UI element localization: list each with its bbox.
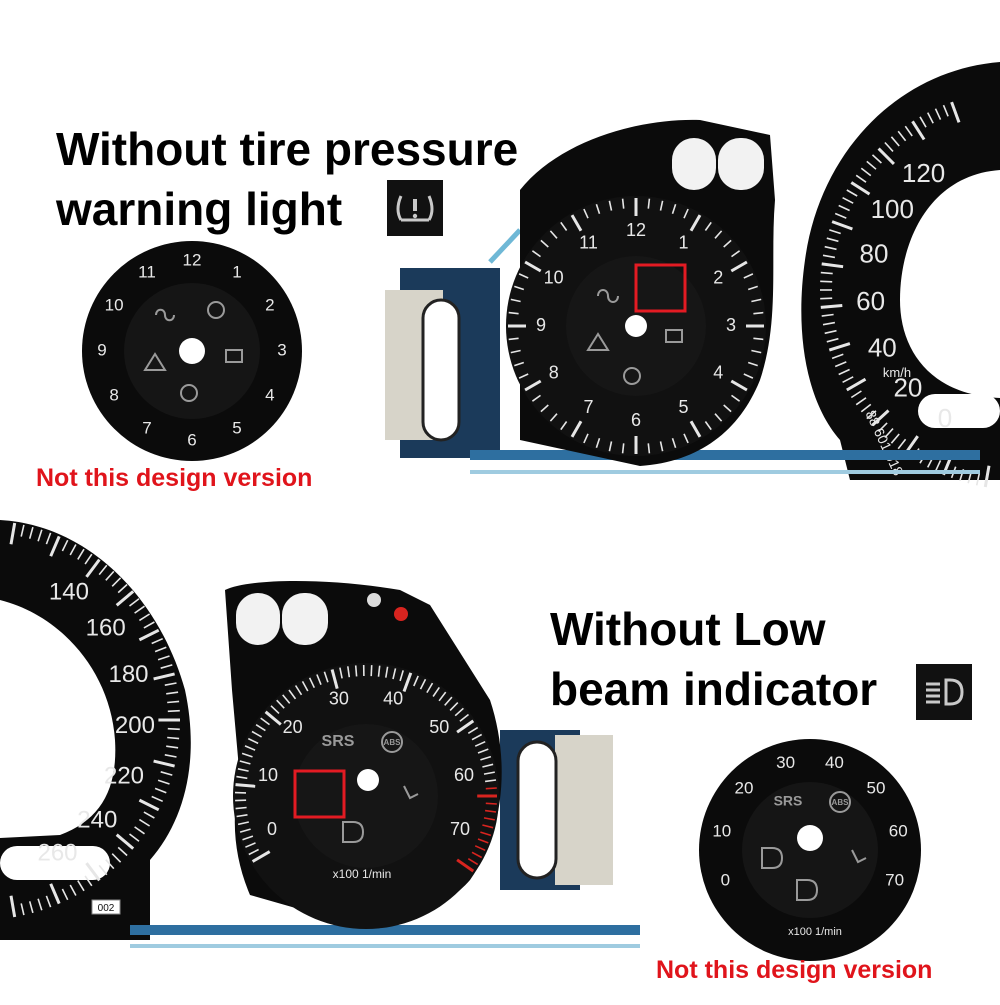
ref-rpm-number: 30 <box>776 753 795 772</box>
ref-clock-number: 7 <box>142 418 151 437</box>
ref-rpm-number: 20 <box>735 778 754 797</box>
dial-tick <box>167 701 179 702</box>
speed-number: 120 <box>902 158 945 188</box>
dial-tick <box>753 338 763 339</box>
rpm-number: 50 <box>429 717 449 737</box>
low-beam-indicator-icon <box>916 664 972 720</box>
speed-number: 240 <box>77 807 117 834</box>
top-note: Not this design version <box>36 464 312 493</box>
srs-label: SRS <box>322 733 355 750</box>
clock-number: 5 <box>678 397 688 417</box>
ref-rpm-number: 50 <box>867 778 886 797</box>
dial-tick <box>509 313 519 314</box>
abs-label: ABS <box>384 738 402 747</box>
rpm-unit-label: x100 1/min <box>333 867 392 881</box>
dial-tick <box>623 443 624 453</box>
clock-number: 3 <box>726 315 736 335</box>
dial-tick <box>623 199 624 209</box>
dial-tick <box>167 738 179 739</box>
reference-dial-rpm: 0 10 20 30 40 50 60 70 SRS ABS x100 1/min <box>699 739 921 961</box>
dial-tick <box>356 665 357 676</box>
top-heading-line1: Without tire pressure <box>56 120 518 178</box>
bottom-note: Not this design version <box>656 956 932 985</box>
dial-tick <box>753 313 763 314</box>
ref-rpm-number: 40 <box>825 753 844 772</box>
speed-unit-label: km/h <box>883 365 911 380</box>
rpm-number: 30 <box>329 688 349 708</box>
ref-clock-number: 3 <box>277 340 286 359</box>
dial-tick <box>486 788 497 789</box>
clock-number: 8 <box>549 362 559 382</box>
clock-number: 11 <box>579 232 598 252</box>
speed-number: 220 <box>104 763 144 790</box>
dial-tick <box>236 785 256 787</box>
dial-tick <box>821 273 833 274</box>
ref-abs-label: ABS <box>832 798 850 807</box>
clock-number: 9 <box>536 315 546 335</box>
dial-tick <box>648 443 649 453</box>
ref-rpm-number: 60 <box>889 822 908 841</box>
dial-tick <box>486 803 497 804</box>
rpm-number: 60 <box>454 765 474 785</box>
speed-number: 100 <box>871 194 914 224</box>
dial-tick <box>509 338 519 339</box>
speed-number: 60 <box>856 286 885 316</box>
clock-number: 10 <box>544 267 564 287</box>
rpm-number: 70 <box>450 819 470 839</box>
ref-clock-number: 12 <box>183 250 202 269</box>
code-label: 002 <box>98 903 115 914</box>
speed-number: 260 <box>37 840 77 867</box>
dial-tick <box>648 199 649 209</box>
clock-number: 4 <box>713 362 723 382</box>
dial-tick <box>168 711 180 712</box>
bottom-heading-line1: Without Low <box>550 600 825 658</box>
tire-pressure-warning-icon <box>387 180 443 236</box>
ref-clock-number: 5 <box>232 418 241 437</box>
speed-number: 0 <box>938 403 952 433</box>
ref-clock-number: 11 <box>138 263 156 282</box>
dial-tick <box>820 281 832 282</box>
rpm-number: 10 <box>258 765 278 785</box>
speed-number: 40 <box>868 332 897 362</box>
bottom-heading-line2: beam indicator <box>550 660 877 718</box>
dial-tick <box>168 729 180 730</box>
ref-clock-number: 1 <box>232 263 241 282</box>
ref-rpm-unit: x100 1/min <box>788 926 842 938</box>
bottom-tach-panel: 0 10 20 30 40 50 60 70 SRS ABS x100 1/min <box>225 581 502 929</box>
speed-number: 180 <box>108 661 148 688</box>
rpm-number: 0 <box>267 819 277 839</box>
speed-number: 200 <box>115 712 155 739</box>
speed-number: 140 <box>49 578 89 605</box>
speed-number: 80 <box>860 238 889 268</box>
rpm-number: 40 <box>383 688 403 708</box>
dial-tick <box>236 808 247 809</box>
ref-clock-number: 4 <box>265 385 274 404</box>
ref-rpm-number: 0 <box>721 870 730 889</box>
ref-rpm-number: 70 <box>885 870 904 889</box>
clock-number: 2 <box>713 267 723 287</box>
dial-tick <box>371 665 372 676</box>
clock-number: 6 <box>631 410 641 430</box>
ref-clock-number: 10 <box>105 295 124 314</box>
ref-clock-number: 8 <box>109 385 118 404</box>
speed-number: 160 <box>86 615 126 642</box>
ref-clock-number: 6 <box>187 430 196 449</box>
dial-tick <box>821 306 843 308</box>
rpm-number: 20 <box>283 717 303 737</box>
ref-clock-number: 2 <box>265 295 274 314</box>
clock-number: 1 <box>678 232 688 252</box>
dial-tick <box>820 298 832 299</box>
ref-rpm-number: 10 <box>712 822 731 841</box>
ref-srs-label: SRS <box>774 793 803 809</box>
top-heading-line2: warning light <box>56 180 342 238</box>
ref-clock-number: 9 <box>97 340 106 359</box>
clock-number: 7 <box>583 397 593 417</box>
clock-number: 12 <box>626 220 646 240</box>
